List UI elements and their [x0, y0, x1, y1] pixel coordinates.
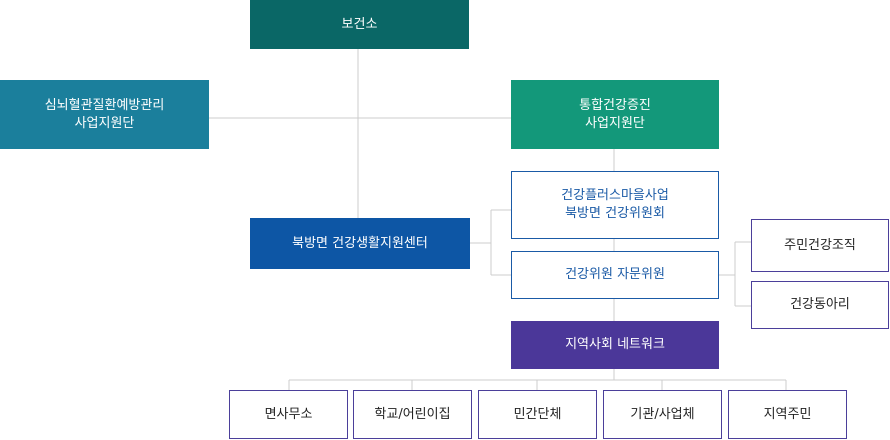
- network-label: 지역사회 네트워크: [565, 337, 665, 352]
- living-center-node: 북방면 건강생활지원센터: [250, 218, 470, 269]
- partner-node: 면사무소: [229, 390, 348, 439]
- integrated-support-label-line1: 통합건강증진: [579, 97, 651, 113]
- partner-node: 지역주민: [728, 390, 847, 439]
- health-center-node: 보건소: [250, 0, 469, 49]
- cardio-support-label-line2: 사업지원단: [74, 115, 135, 131]
- resident-org-node: 주민건강조직: [751, 219, 889, 272]
- integrated-support-node: 통합건강증진 사업지원단: [511, 80, 719, 149]
- network-node: 지역사회 네트워크: [511, 321, 719, 369]
- plus-village-label-line2: 북방면 건강위원회: [565, 206, 665, 221]
- cardio-support-label-line1: 심뇌혈관질환예방관리: [44, 97, 165, 113]
- living-center-label: 북방면 건강생활지원센터: [292, 235, 428, 251]
- plus-village-node: 건강플러스마을사업 북방면 건강위원회: [511, 171, 719, 239]
- partner-label: 면사무소: [264, 406, 313, 422]
- partner-label: 기관/사업체: [630, 406, 695, 422]
- club-node: 건강동아리: [751, 281, 889, 329]
- integrated-support-label-line2: 사업지원단: [585, 115, 645, 131]
- advisory-label: 건강위원 자문위원: [565, 267, 665, 282]
- club-label: 건강동아리: [790, 297, 850, 312]
- partner-label: 민간단체: [513, 406, 562, 422]
- resident-org-label: 주민건강조직: [784, 237, 856, 253]
- partner-node: 학교/어린이집: [353, 390, 472, 439]
- partner-node: 민간단체: [478, 390, 597, 439]
- cardio-support-node: 심뇌혈관질환예방관리 사업지원단: [0, 80, 209, 149]
- partner-label: 지역주민: [763, 406, 812, 422]
- plus-village-label-line1: 건강플러스마을사업: [561, 188, 669, 203]
- partner-node: 기관/사업체: [603, 390, 722, 439]
- advisory-node: 건강위원 자문위원: [511, 251, 719, 299]
- partner-label: 학교/어린이집: [374, 406, 451, 422]
- health-center-label: 보건소: [341, 16, 378, 32]
